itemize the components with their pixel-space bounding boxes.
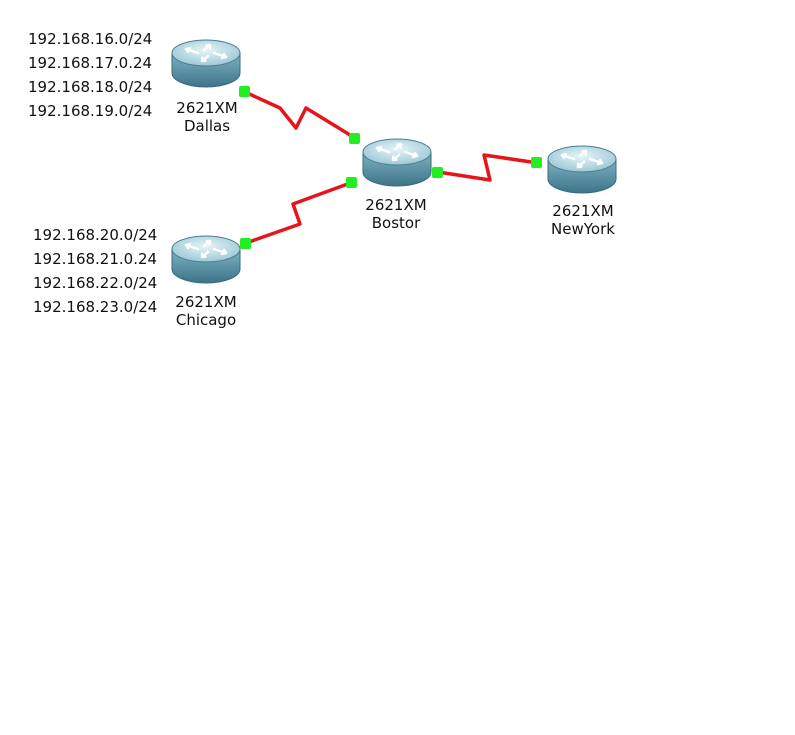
device-name: Chicago (175, 311, 237, 329)
device-model: 2621XM (365, 196, 427, 214)
device-model: 2621XM (552, 202, 614, 220)
port-light-boston-newyork (432, 167, 443, 178)
network-entry: 192.168.22.0/24 (33, 274, 158, 292)
device-model: 2621XM (176, 99, 238, 117)
network-entry: 192.168.16.0/24 (28, 30, 153, 48)
port-light-dallas (239, 86, 250, 97)
router-icon[interactable] (170, 38, 242, 89)
network-entry: 192.168.18.0/24 (28, 78, 153, 96)
device-name: NewYork (551, 220, 615, 238)
port-light-newyork (531, 157, 542, 168)
router-icon[interactable] (170, 234, 242, 285)
router-icon[interactable] (546, 144, 618, 195)
device-label-newyork: 2621XM NewYork (551, 202, 615, 238)
network-list-dallas: 192.168.16.0/24 192.168.17.0.24 192.168.… (28, 27, 152, 123)
network-entry: 192.168.23.0/24 (33, 298, 158, 316)
link-boston-newyork[interactable] (437, 153, 539, 182)
device-name: Bostor (371, 214, 421, 232)
router-icon[interactable] (361, 137, 433, 188)
port-light-boston-dallas (349, 133, 360, 144)
port-lights (239, 86, 542, 249)
link-chicago-boston[interactable] (245, 180, 354, 245)
device-name: Dallas (183, 117, 231, 135)
network-entry: 192.168.19.0/24 (28, 102, 153, 120)
network-entry: 192.168.20.0/24 (33, 226, 158, 244)
device-label-boston: 2621XM Bostor (365, 196, 426, 232)
network-list-chicago: 192.168.20.0/24 192.168.21.0.24 192.168.… (33, 223, 157, 319)
device-label-dallas: 2621XM Dallas (176, 99, 237, 135)
links-layer (244, 90, 539, 245)
port-light-boston-chicago (346, 177, 357, 188)
device-label-chicago: 2621XM Chicago (175, 293, 236, 329)
network-entry: 192.168.17.0.24 (28, 54, 153, 72)
link-dallas-boston[interactable] (244, 90, 356, 140)
network-entry: 192.168.21.0.24 (33, 250, 158, 268)
port-light-chicago (240, 238, 251, 249)
device-model: 2621XM (175, 293, 237, 311)
